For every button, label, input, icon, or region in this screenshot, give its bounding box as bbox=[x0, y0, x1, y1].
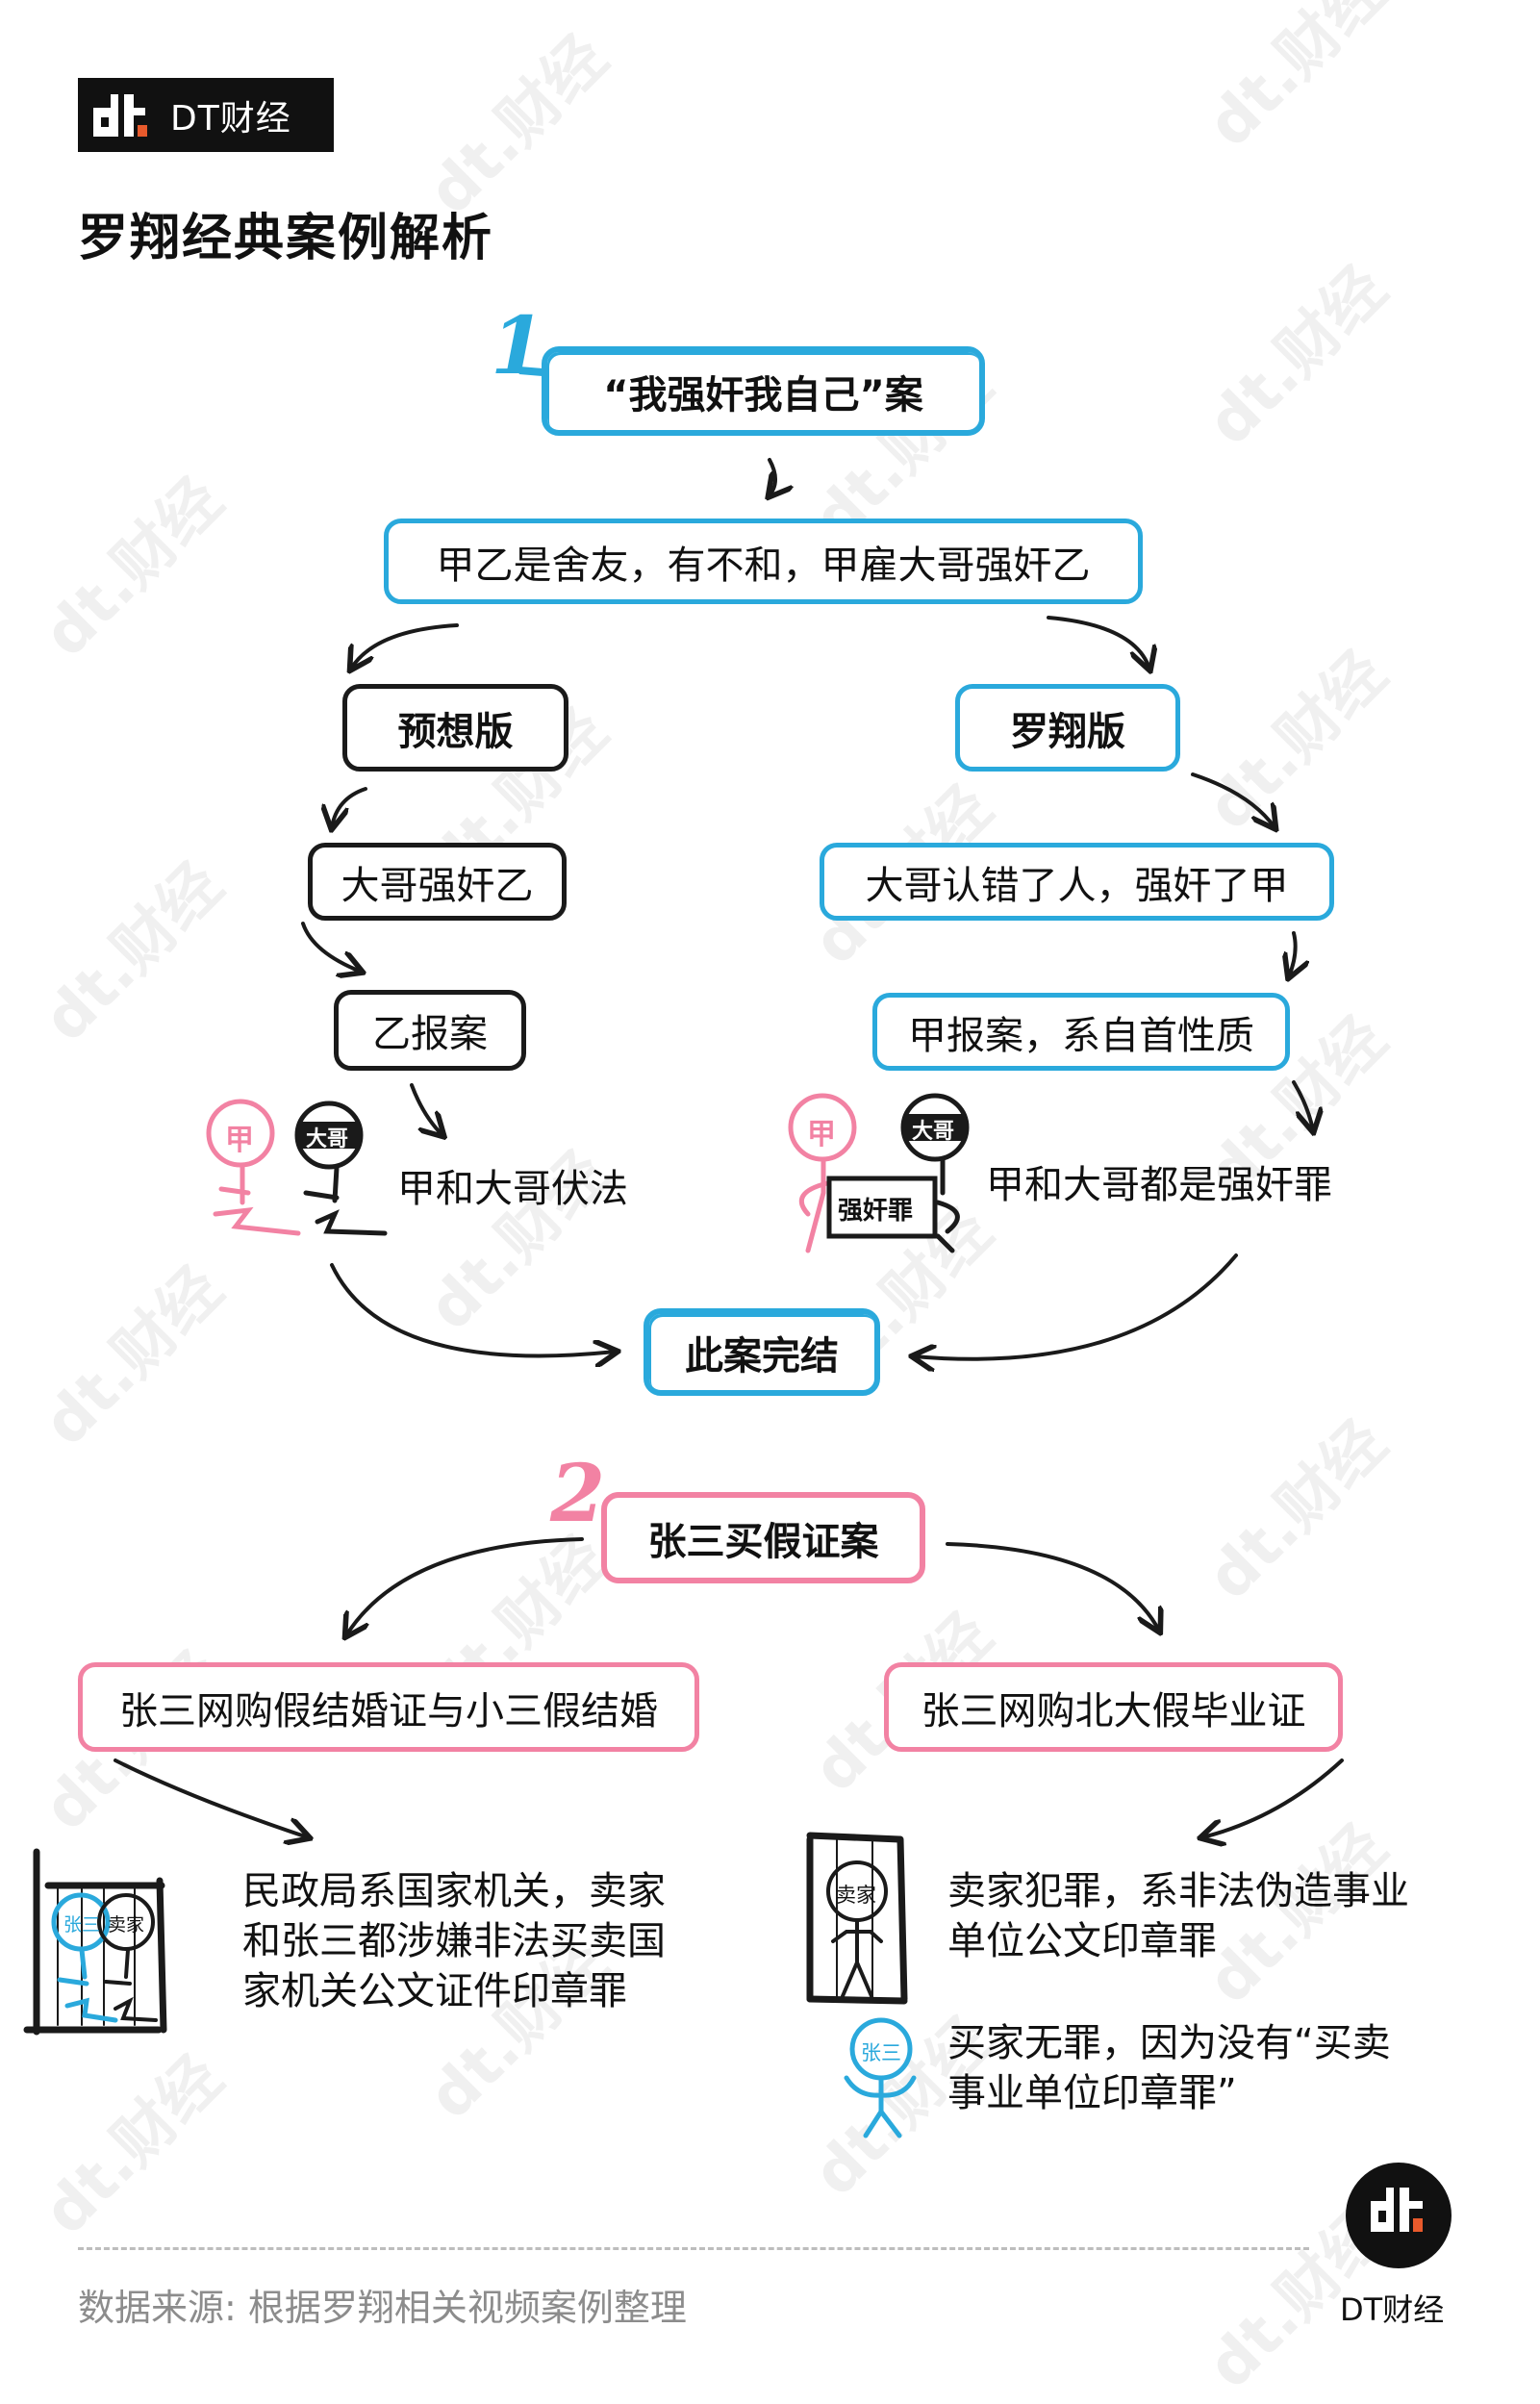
right-step2-box: 甲报案，系自首性质 bbox=[872, 993, 1290, 1071]
arrow-left-3 bbox=[410, 1083, 442, 1135]
footer-divider bbox=[78, 2247, 1309, 2250]
arrow-left-to-conclusion bbox=[330, 1263, 616, 1355]
figure-zhangsan-free bbox=[844, 2017, 917, 2138]
arrow-case2-right bbox=[946, 1542, 1159, 1631]
figure-label-dage: 大哥 bbox=[306, 1127, 349, 1151]
arrow-case2-left bbox=[346, 1537, 584, 1635]
case2-buyer-result-line: 事业单位印章罪” bbox=[947, 2071, 1237, 2115]
figure-dage-right bbox=[900, 1093, 970, 1253]
figure-label-dage: 大哥 bbox=[912, 1120, 955, 1144]
crime-sign-label: 强奸罪 bbox=[838, 1197, 914, 1226]
figure-label-zhangsan: 张三 bbox=[63, 1914, 101, 1936]
arrow-to-left-version bbox=[351, 623, 459, 669]
page-title: 罗翔经典案例解析 bbox=[78, 210, 494, 267]
footer-logo-icon bbox=[1346, 2163, 1452, 2268]
arrow-right-3 bbox=[1292, 1080, 1313, 1130]
jail-cell-left bbox=[23, 1848, 167, 2036]
left-result-text: 甲和大哥伏法 bbox=[397, 1167, 628, 1211]
figure-label-zhangsan: 张三 bbox=[861, 2041, 901, 2064]
brand-logo: DT财经 bbox=[78, 78, 334, 152]
arrow-case2-left-result bbox=[114, 1759, 308, 1837]
jail-cell-right bbox=[806, 1832, 908, 2005]
case2-left-box: 张三网购假结婚证与小三假结婚 bbox=[78, 1662, 699, 1752]
case2-seller-result-line: 卖家犯罪，系非法伪造事业 bbox=[947, 1869, 1409, 1913]
right-step1-box: 大哥认错了人，强奸了甲 bbox=[820, 843, 1334, 921]
figure-jia-right bbox=[788, 1093, 857, 1253]
case2-buyer-result-line: 买家无罪，因为没有“买卖 bbox=[947, 2021, 1391, 2065]
source-note: 数据来源: 根据罗翔相关视频案例整理 bbox=[78, 2287, 687, 2329]
version-luoxiang-box: 罗翔版 bbox=[955, 684, 1180, 772]
case2-right-box: 张三网购北大假毕业证 bbox=[884, 1662, 1343, 1752]
case2-title-box: 张三买假证案 bbox=[601, 1492, 925, 1583]
left-step2-box: 乙报案 bbox=[334, 990, 526, 1071]
footer-logo-text: DT财经 bbox=[1340, 2291, 1445, 2328]
arrow-right-to-conclusion bbox=[914, 1253, 1238, 1359]
arrow-to-right-version bbox=[1047, 616, 1149, 669]
arrow-left-1 bbox=[332, 787, 367, 827]
figure-seller-jailed-right bbox=[826, 1860, 888, 1998]
case2-seller-result-line: 单位公文印章罪 bbox=[947, 1919, 1217, 1963]
arrow-down bbox=[770, 458, 775, 495]
figure-label-jia: 甲 bbox=[807, 1118, 836, 1151]
conclusion-box: 此案完结 bbox=[644, 1308, 880, 1396]
arrow-case2-right-result bbox=[1202, 1759, 1344, 1837]
figure-label-jia: 甲 bbox=[225, 1124, 254, 1157]
figure-label-seller: 卖家 bbox=[836, 1884, 876, 1907]
version-expected-box: 预想版 bbox=[342, 684, 568, 772]
case2-left-result-line: 和张三都涉嫌非法买卖国 bbox=[242, 1919, 666, 1963]
dt-logo-icon bbox=[93, 93, 153, 137]
figure-jia-left bbox=[206, 1099, 301, 1236]
brand-name: DT财经 bbox=[170, 98, 291, 139]
figure-label-seller: 卖家 bbox=[108, 1914, 145, 1936]
figure-seller-jailed-left bbox=[97, 1893, 158, 2022]
case2-left-result-line: 民政局系国家机关，卖家 bbox=[242, 1869, 666, 1913]
case1-premise-box: 甲乙是舍友，有不和，甲雇大哥强奸乙 bbox=[384, 519, 1143, 604]
figure-zhangsan-jailed bbox=[51, 1892, 118, 2023]
case2-left-result-line: 家机关公文证件印章罪 bbox=[242, 1969, 627, 2013]
case-number: 2 bbox=[550, 1448, 606, 1540]
figure-dage-left bbox=[294, 1101, 388, 1236]
case1-title-box: “我强奸我自己”案 bbox=[542, 346, 985, 436]
crime-sign bbox=[826, 1176, 938, 1239]
arrow-right-2 bbox=[1289, 931, 1296, 976]
left-step1-box: 大哥强奸乙 bbox=[308, 843, 567, 921]
arrow-right-1 bbox=[1191, 772, 1275, 827]
arrow-left-2 bbox=[301, 922, 361, 972]
case-number: 1 bbox=[491, 300, 546, 392]
right-result-text: 甲和大哥都是强奸罪 bbox=[986, 1163, 1332, 1207]
